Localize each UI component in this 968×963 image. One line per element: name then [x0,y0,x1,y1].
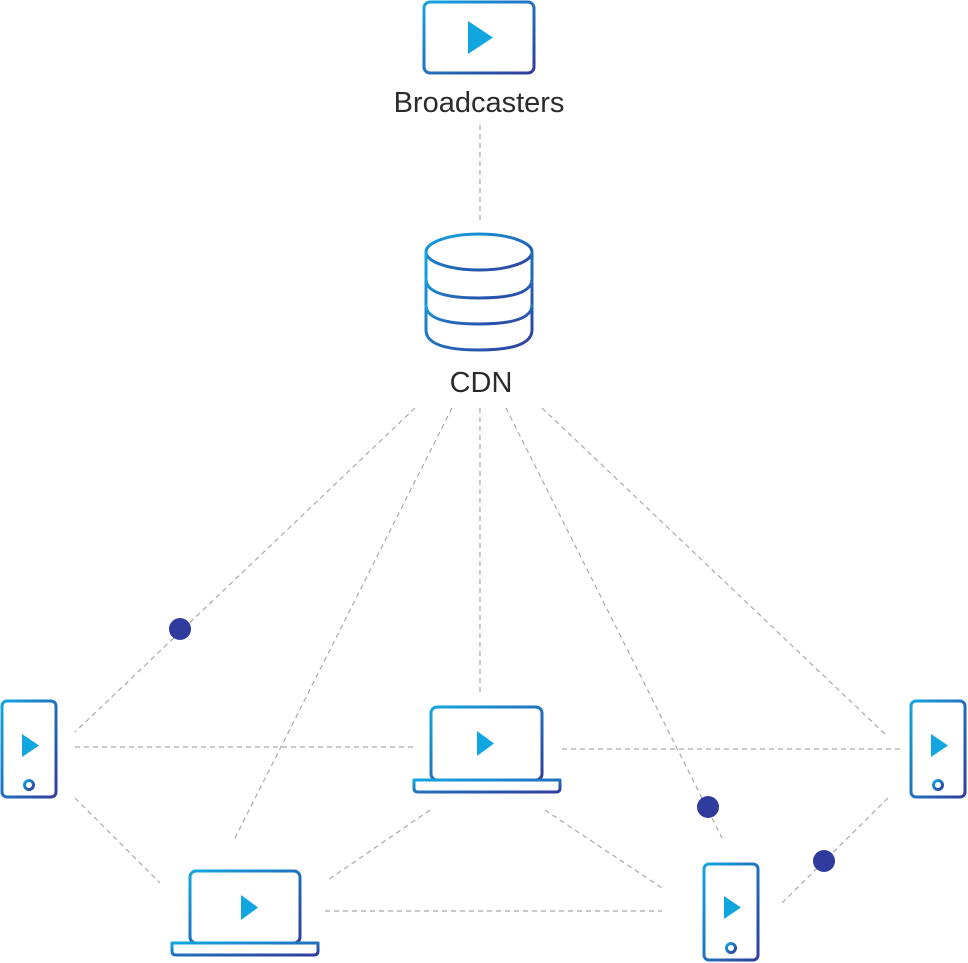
connector-laptop-center-phone-bottom-right [544,809,663,889]
smartphone-play-icon [909,699,967,799]
cdn-node: CDN [424,232,534,399]
connector-cdn-phone-right [541,407,886,735]
data-packet-dot [697,796,719,818]
cdn-label: CDN [450,367,513,399]
laptop-play-icon [170,869,320,957]
data-packet-dot [813,850,835,872]
connector-phone-left-laptop-bottom-left [74,797,161,884]
broadcasters-node: Broadcasters [394,0,565,119]
connector-cdn-phone-left [74,407,416,733]
connectors [74,125,900,912]
connector-phone-right-phone-bottom-right [781,797,889,904]
smartphone-play-icon [702,862,760,962]
laptop-play-icon [412,705,562,794]
smartphone-play-icon [0,699,58,799]
connector-cdn-phone-bottom-right [505,407,723,839]
broadcasters-label: Broadcasters [394,87,565,119]
video-player-icon [422,0,536,75]
data-packet-dot [169,618,191,640]
connector-laptop-center-laptop-bottom-left [327,809,431,881]
connector-cdn-laptop-bottom-left [234,407,453,839]
database-icon [424,232,534,352]
